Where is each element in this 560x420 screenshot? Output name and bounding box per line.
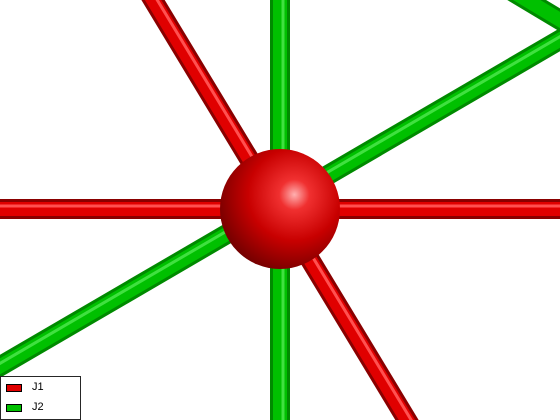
legend-item-j1: J1 — [1, 379, 81, 397]
legend-swatch-j1 — [6, 384, 22, 392]
legend-label-j2: J2 — [32, 401, 44, 413]
legend: J1 J2 — [0, 376, 81, 420]
legend-swatch-j2 — [6, 404, 22, 412]
legend-label-j1: J1 — [32, 381, 44, 393]
legend-item-j2: J2 — [1, 399, 81, 417]
joint-node-sphere — [220, 149, 340, 269]
